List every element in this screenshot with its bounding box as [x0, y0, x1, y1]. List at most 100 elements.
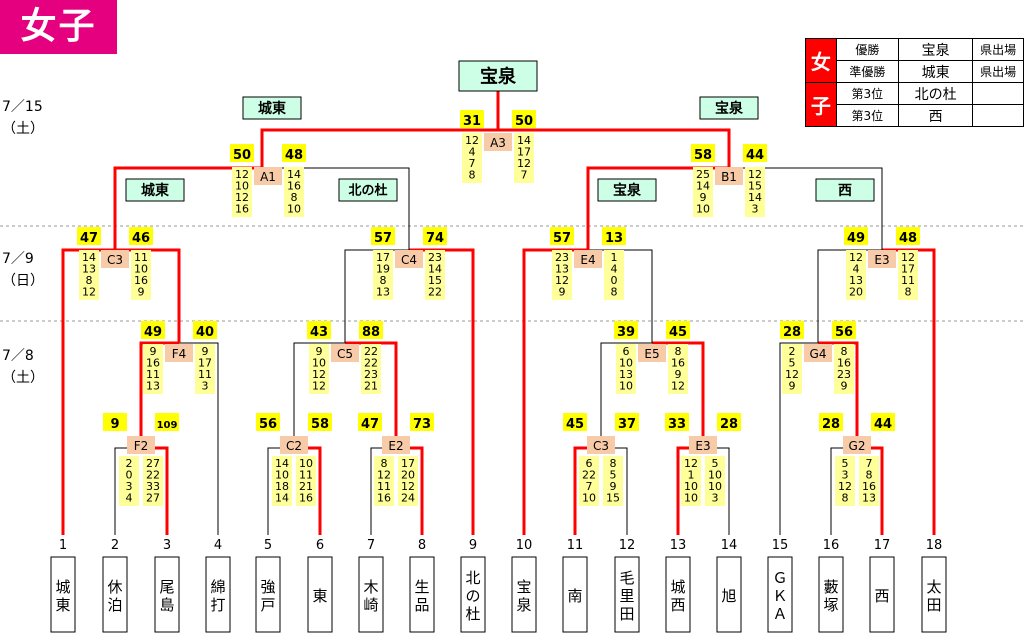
quarter-score-right: 9 [610, 480, 617, 493]
bracket-line [729, 167, 883, 250]
score-right: 56 [835, 325, 853, 340]
quarter-score-left: 13 [555, 263, 569, 276]
score-left: 28 [783, 325, 801, 340]
quarter-box-right [898, 250, 918, 300]
team-name-char: 戸 [260, 596, 275, 614]
team-name-char: 西 [670, 596, 685, 614]
team-name-box [767, 556, 793, 633]
quarter-score-left: 14 [82, 251, 96, 264]
quarter-score-left: 12 [838, 480, 852, 493]
team-name-char: 杜 [465, 605, 480, 623]
quarter-score-left: 10 [582, 492, 596, 505]
quarter-score-left: 12 [377, 469, 391, 482]
bracket-line [179, 342, 219, 535]
score-box-left [665, 413, 689, 431]
score-right: 46 [132, 231, 150, 246]
score-left: 33 [668, 417, 686, 432]
match-id: F2 [134, 439, 149, 453]
score-box-left [844, 227, 868, 245]
quarter-score-left: 10 [619, 380, 633, 393]
winner-path-line [818, 341, 859, 448]
team-name-char: 旭 [721, 587, 736, 605]
team-name-box [511, 556, 537, 633]
quarter-score-left: 18 [275, 480, 289, 493]
score-box-right [423, 227, 447, 245]
quarter-box-right [398, 456, 418, 506]
quarter-score-right: 15 [606, 492, 620, 505]
quarter-score-left: 12 [235, 168, 249, 181]
quarter-score-right: 12 [517, 157, 531, 170]
quarter-score-left: 12 [684, 457, 698, 470]
quarter-score-left: 11 [146, 368, 160, 381]
semifinal-label-1-box [125, 178, 185, 202]
match-id: A3 [490, 136, 506, 150]
quarter-box-left [119, 456, 139, 506]
finalist-right-label: 宝泉 [715, 100, 744, 117]
quarter-score-right: 12 [671, 380, 685, 393]
score-box-left [230, 144, 254, 162]
semifinal-label-3: 宝泉 [613, 182, 642, 199]
quarter-score-right: 23 [837, 368, 851, 381]
quarter-score-left: 22 [582, 469, 596, 482]
team-name-box [307, 556, 333, 633]
team-number: 13 [670, 538, 687, 553]
quarter-score-right: 10 [708, 469, 722, 482]
quarter-score-right: 7 [866, 457, 873, 470]
score-box-left [307, 321, 331, 339]
quarter-score-right: 23 [364, 368, 378, 381]
team-name-char: 城 [55, 578, 70, 596]
quarter-score-right: 27 [146, 457, 160, 470]
team-name-char: 崎 [363, 596, 378, 614]
quarter-box-right [143, 456, 163, 506]
quarter-box-left [232, 167, 252, 217]
score-left: 50 [233, 148, 251, 163]
bracket-line [293, 342, 345, 448]
quarter-score-left: 16 [146, 357, 160, 370]
quarter-score-right: 11 [198, 368, 212, 381]
score-box-right [832, 321, 856, 339]
quarter-box-left [309, 344, 329, 394]
result-rank: 優勝 [835, 38, 900, 61]
score-box-left [691, 144, 715, 162]
quarter-score-left: 25 [696, 168, 710, 181]
score-right: 74 [426, 231, 444, 246]
quarter-score-right: 12 [901, 251, 915, 264]
match-id-badge [484, 133, 512, 151]
quarter-score-right: 22 [146, 469, 160, 482]
team-name-char: 打 [210, 596, 225, 614]
quarter-score-left: 13 [619, 368, 633, 381]
match-id: E2 [388, 439, 403, 453]
quarter-score-left: 9 [559, 286, 566, 299]
quarter-score-left: 0 [126, 469, 133, 482]
team-name-char: 綿 [210, 578, 225, 596]
score-box-left [550, 227, 574, 245]
quarter-box-right [296, 456, 316, 506]
match-id-badge [127, 436, 155, 454]
score-box-left [77, 227, 101, 245]
quarter-box-left [373, 250, 393, 300]
quarter-box-right [745, 167, 765, 217]
team-number: 7 [367, 538, 375, 553]
score-right: 28 [720, 417, 738, 432]
quarter-score-left: 8 [842, 492, 849, 505]
match-id: F4 [172, 347, 187, 361]
team-name-char: 木 [363, 578, 378, 596]
team-name-char: 毛 [619, 569, 634, 587]
score-right: 48 [899, 231, 917, 246]
quarter-box-right [514, 133, 534, 183]
quarter-box-left [579, 456, 599, 506]
team-number: 3 [163, 538, 171, 553]
score-right: 73 [413, 417, 431, 432]
team-name-char: 島 [159, 596, 174, 614]
quarter-box-left [693, 167, 713, 217]
score-box-right [359, 321, 383, 339]
match-id: E4 [580, 253, 595, 267]
quarter-score-right: 8 [841, 345, 848, 358]
quarter-box-right [425, 250, 445, 300]
quarter-score-right: 9 [841, 380, 848, 393]
match-id-badge [574, 250, 602, 268]
team-name-char: 尾 [159, 578, 174, 596]
team-name-box [562, 556, 588, 633]
quarter-box-left [846, 250, 866, 300]
quarter-box-right [604, 250, 624, 300]
